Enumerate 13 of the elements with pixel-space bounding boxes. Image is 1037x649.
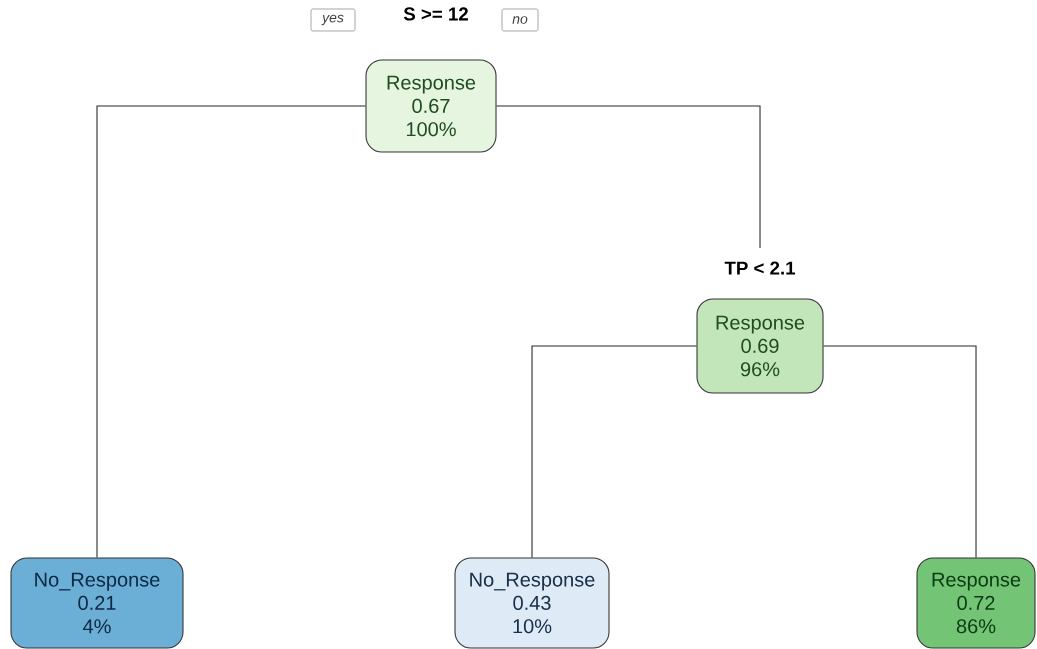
split-label: S >= 12 — [403, 7, 468, 21]
tree-node: Response 0.67 100% — [365, 59, 497, 153]
branch-tag: yes — [310, 8, 356, 32]
tree-node: No_Response 0.21 4% — [10, 557, 184, 649]
tree-node: Response 0.72 86% — [916, 557, 1036, 649]
tree-node: Response 0.69 96% — [696, 298, 824, 394]
tree-node: No_Response 0.43 10% — [454, 557, 610, 649]
branch-tag: no — [501, 8, 539, 32]
split-label: TP < 2.1 — [724, 261, 796, 275]
branch-line — [96, 105, 366, 558]
branch-line — [823, 345, 977, 558]
branch-line — [531, 345, 697, 558]
branch-line — [496, 105, 761, 249]
